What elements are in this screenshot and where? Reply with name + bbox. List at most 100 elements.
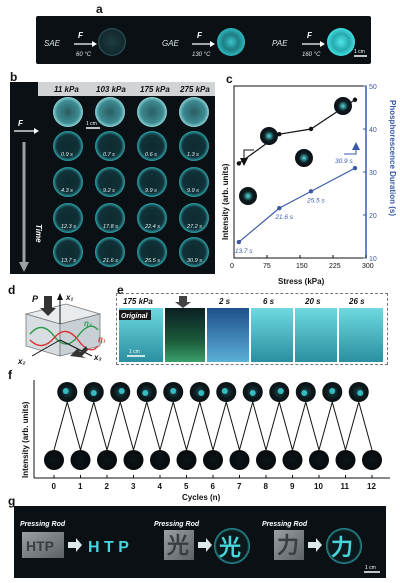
b-time-label: 12.3 s <box>61 224 76 230</box>
panel-b-force-arrowhead <box>34 128 39 134</box>
g-pressing-2: Pressing Rod <box>154 521 200 528</box>
pressure-11: 11 kPa <box>54 85 79 94</box>
f-glow-spot <box>249 390 256 396</box>
f-disc-off <box>123 450 144 470</box>
pae-temp: 160 °C <box>302 52 321 58</box>
f-xtick-label: 9 <box>290 482 295 491</box>
c-intensity-point <box>277 131 282 137</box>
panel-c-label: c <box>226 72 233 86</box>
b-time-label: 27.2 s <box>186 224 202 230</box>
pressure-103: 103 kPa <box>96 85 126 94</box>
d-x3: x₃ <box>93 353 102 362</box>
f-glow-spot <box>142 390 149 396</box>
f-disc-off <box>229 450 250 470</box>
sae-disc <box>98 28 126 56</box>
f-xtick-label: 12 <box>367 482 376 491</box>
b-disc-0-2 <box>137 131 167 161</box>
panel-d-diagram: P x₁ x₂ x₃ η₂ η₁ <box>17 293 106 366</box>
b-time-label: 22.4 s <box>144 224 160 230</box>
g-stamp-li-glyph: 力 <box>277 533 299 558</box>
f-disc-off <box>97 450 117 470</box>
c-inset-disc-2 <box>260 127 278 145</box>
c-duration-line <box>238 167 356 243</box>
panel-e-frame: 175 kPa 2 s 6 s 20 s 26 s Original 1 cm <box>116 293 388 365</box>
pae-arrowhead <box>320 41 325 47</box>
c-duration-label: 21.6 s <box>274 214 293 221</box>
pae-label: PAE <box>272 39 288 48</box>
f-disc-off <box>282 450 303 470</box>
f-disc-off <box>176 450 197 470</box>
panel-a-strip: SAE F 60 °C GAE F 130 °C PAE F 160 °C 1 … <box>36 16 371 64</box>
c-duration-label: 25.5 s <box>306 197 325 204</box>
b-disc-top-2 <box>137 97 167 127</box>
f-xtick-label: 7 <box>237 482 242 491</box>
c-duration-point <box>352 165 358 171</box>
d-x1: x₁ <box>65 293 73 302</box>
f-cycle-line <box>53 400 373 452</box>
panel-g-strip: Pressing Rod HTP H T P Pressing Rod 光 光 … <box>14 506 386 578</box>
panel-b-scale-label: 1 cm <box>86 121 97 127</box>
f-xtick-label: 3 <box>131 482 136 491</box>
gae-arrowhead <box>210 41 215 47</box>
c-xtick-label: 150 <box>296 263 308 270</box>
gae-force: F <box>197 31 203 40</box>
c-intensity-point <box>236 161 242 166</box>
e-frame-2s <box>207 308 249 362</box>
c-xtick-label: 300 <box>362 263 374 270</box>
b-time-label: 9.9 s <box>187 188 199 194</box>
panel-a-label: a <box>96 2 103 16</box>
e-press-arrow <box>175 296 191 308</box>
c-ytick-label: 50 <box>369 84 377 91</box>
f-disc-off <box>203 450 223 470</box>
c-inset-disc-4 <box>334 97 352 115</box>
e-scale-label: 1 cm <box>129 349 140 355</box>
f-disc-off <box>150 450 170 470</box>
g-disc-li <box>326 528 362 564</box>
time-label: Time <box>34 224 43 243</box>
sae-label: SAE <box>44 39 61 48</box>
b-time-label: 0.6 s <box>145 152 157 158</box>
pae-force: F <box>307 31 313 40</box>
c-xlabel: Stress (kPa) <box>278 277 325 286</box>
b-time-label: 30.9 s <box>187 258 202 264</box>
b-disc-3-2 <box>137 237 167 267</box>
f-ylabel: Intensity (arb. units) <box>21 401 30 478</box>
panel-b-header-bar <box>38 82 215 96</box>
f-xlabel: Cycles (n) <box>182 493 221 502</box>
g-stamp-guang <box>164 530 194 560</box>
b-time-label: 0.9 s <box>61 152 73 158</box>
g-stamp-htp <box>22 532 64 558</box>
b-disc-3-1 <box>95 237 125 267</box>
b-time-label: 9.9 s <box>145 188 157 194</box>
d-axis-x1-head <box>57 293 63 300</box>
e-frame-6s <box>251 308 293 362</box>
f-xtick-label: 11 <box>341 482 350 491</box>
c-intensity-line <box>238 99 356 164</box>
c-duration-point <box>308 189 314 194</box>
d-pressure-arrow-top <box>40 296 56 316</box>
e-original-label: Original <box>121 313 149 320</box>
pressure-275: 275 kPa <box>179 85 210 94</box>
c-xtick-label: 225 <box>329 263 341 270</box>
e-label-6s: 6 s <box>263 297 275 306</box>
b-disc-1-1 <box>95 167 125 197</box>
c-duration-label: 30.9 s <box>335 158 353 165</box>
e-original-tag <box>119 310 151 320</box>
b-time-label: 13.7 s <box>61 258 76 264</box>
panel-a-svg: SAE F 60 °C GAE F 130 °C PAE F 160 °C 1 … <box>44 28 367 58</box>
d-wave-red <box>29 330 99 351</box>
f-xtick-label: 4 <box>158 482 163 491</box>
b-disc-2-1 <box>95 203 125 233</box>
b-time-label: 17.8 s <box>103 224 118 230</box>
f-xtick-label: 6 <box>211 482 216 491</box>
g-disc-guang <box>214 528 250 564</box>
f-glow-spot <box>90 390 97 396</box>
b-time-label: 1.3 s <box>187 152 199 158</box>
f-xtick-label: 2 <box>105 482 110 491</box>
b-disc-2-0 <box>53 203 83 233</box>
f-xtick-label: 1 <box>78 482 83 491</box>
d-pressure-arrow-bottom <box>70 346 88 358</box>
b-disc-top-0 <box>53 97 83 127</box>
